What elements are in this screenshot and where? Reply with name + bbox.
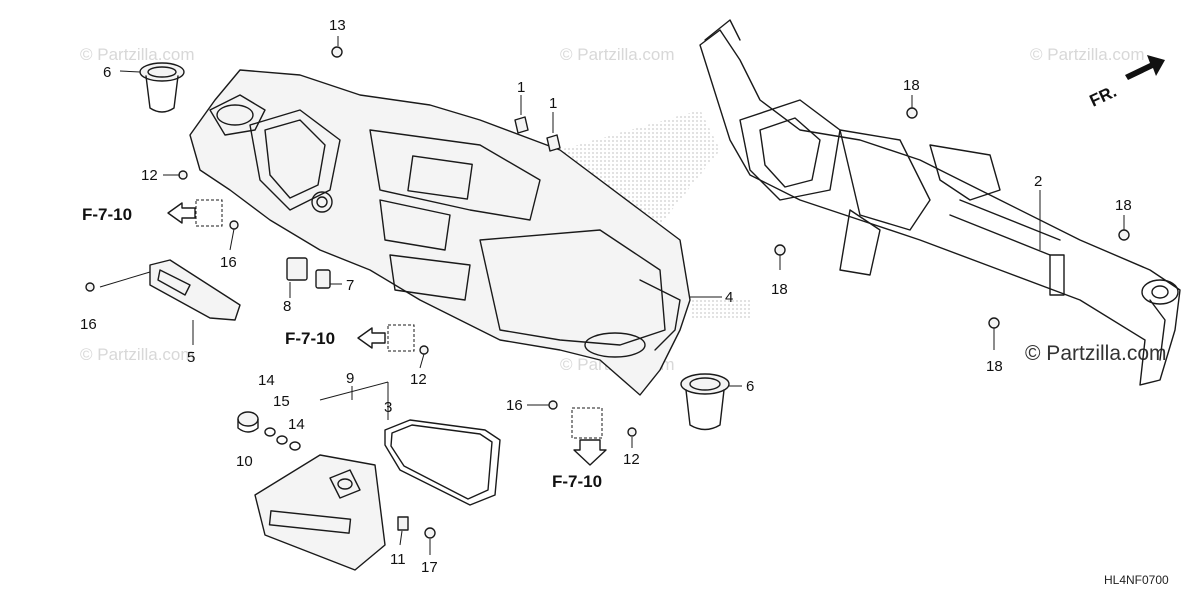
diagram-code: HL4NF0700	[1104, 573, 1169, 587]
callout-12: 12	[410, 371, 427, 388]
callout-3: 3	[384, 399, 392, 416]
clip-icon	[546, 134, 561, 152]
direction-label: FR.	[1087, 82, 1120, 111]
callout-18: 18	[986, 358, 1003, 375]
callout-6: 6	[103, 64, 111, 81]
watermark: © Partzilla.com	[80, 45, 195, 64]
cup-holder-left	[139, 62, 185, 113]
callout-12: 12	[623, 451, 640, 468]
callout-12: 12	[141, 167, 158, 184]
callout-1: 1	[549, 95, 557, 112]
callout-16: 16	[220, 254, 237, 271]
callout-1: 1	[517, 79, 525, 96]
callout-7: 7	[346, 277, 354, 294]
callout-14: 14	[258, 372, 275, 389]
dash-frame	[699, 19, 1181, 386]
callout-15: 15	[273, 393, 290, 410]
callout-14: 14	[288, 416, 305, 433]
watermark: © Partzilla.com	[1030, 45, 1145, 64]
reference-label: F-7-10	[552, 472, 602, 491]
callout-11: 11	[390, 551, 406, 568]
callout-18: 18	[1115, 197, 1132, 214]
callout-10: 10	[236, 453, 253, 470]
glove-box-lid	[254, 454, 386, 571]
reference-arrows	[167, 199, 607, 466]
grommet-icon	[264, 427, 276, 437]
leader-lines	[99, 36, 1125, 555]
callout-18: 18	[903, 77, 920, 94]
callout-6: 6	[746, 378, 754, 395]
callout-16: 16	[506, 397, 523, 414]
callout-9: 9	[346, 370, 354, 387]
watermark-corner: © Partzilla.com	[1025, 342, 1167, 365]
callout-17: 17	[421, 559, 438, 576]
clip-icon	[514, 116, 529, 134]
reference-labels: F-7-10 F-7-10 F-7-10	[82, 205, 602, 491]
switches	[286, 257, 331, 289]
callouts: 6 13 1 1 12 16 16 5 8 7 12 9 14 15 14 3 …	[80, 17, 1132, 576]
bolt-icon	[331, 46, 343, 58]
callout-16: 16	[80, 316, 97, 333]
glove-box-seal	[384, 419, 501, 506]
dashboard-panel	[189, 69, 691, 396]
reference-label: F-7-10	[82, 205, 132, 224]
watermarks: © Partzilla.com © Partzilla.com © Partzi…	[80, 45, 1167, 374]
callout-13: 13	[329, 17, 346, 34]
reference-label: F-7-10	[285, 329, 335, 348]
lock-knob	[237, 411, 301, 451]
trim-panel	[149, 259, 241, 321]
callout-2: 2	[1034, 173, 1042, 190]
watermark: © Partzilla.com	[560, 45, 675, 64]
callout-18: 18	[771, 281, 788, 298]
cup-holder-right	[680, 373, 730, 431]
callout-5: 5	[187, 349, 195, 366]
callout-8: 8	[283, 298, 291, 315]
callout-4: 4	[725, 289, 733, 306]
watermark: © Partzilla.com	[80, 345, 195, 364]
arrow-icon	[1125, 55, 1165, 80]
